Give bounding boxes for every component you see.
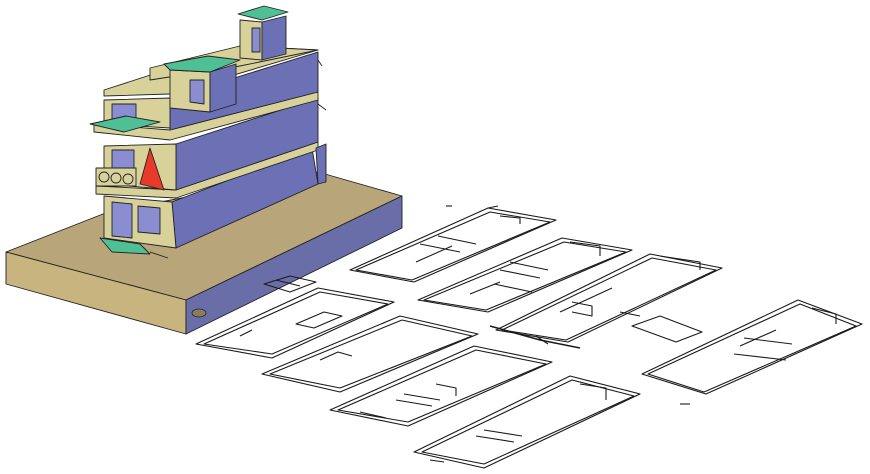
first-side-trim [317, 103, 327, 111]
floor-plan-sheet [349, 205, 557, 283]
roof-plan-sheet [195, 287, 395, 359]
first-side-projection [315, 143, 327, 185]
roof-plan-sheet [413, 375, 641, 469]
stair-room-roof [163, 55, 241, 73]
second-green-canopy [89, 115, 161, 133]
plan-fragment [631, 315, 703, 343]
plinth-side [185, 195, 403, 335]
tower-door [251, 27, 261, 53]
rooftop [149, 5, 319, 113]
balcony-wheels [98, 171, 134, 185]
floor-plan-sheets [195, 205, 863, 469]
floor-plan-sheet [495, 253, 723, 343]
base-plinth [5, 171, 403, 335]
roof-plan-sheet [261, 315, 479, 393]
balcony-wheel [110, 172, 122, 184]
roof-plan-sheet [329, 345, 553, 427]
building-3d-model [5, 5, 403, 335]
stair-room-side [209, 63, 237, 113]
ground-window [137, 205, 161, 235]
second-side-trim [317, 59, 323, 67]
tower-roof [237, 5, 289, 21]
ground-steps [99, 237, 151, 255]
first-red-triangle [139, 147, 165, 191]
balcony-wheel [122, 173, 134, 185]
plan-fragment [489, 325, 581, 349]
tower-side [261, 15, 287, 61]
plinth-marker [191, 308, 207, 318]
ground-door-opening [111, 201, 133, 239]
stair-room-door [189, 79, 205, 105]
floor-plan-sheet [417, 237, 633, 313]
ground-ramp [149, 251, 169, 259]
plan-fragment [263, 275, 317, 293]
floor-plan-sheet [641, 299, 863, 405]
first-floor [95, 97, 327, 199]
balcony-wheel [98, 171, 110, 183]
